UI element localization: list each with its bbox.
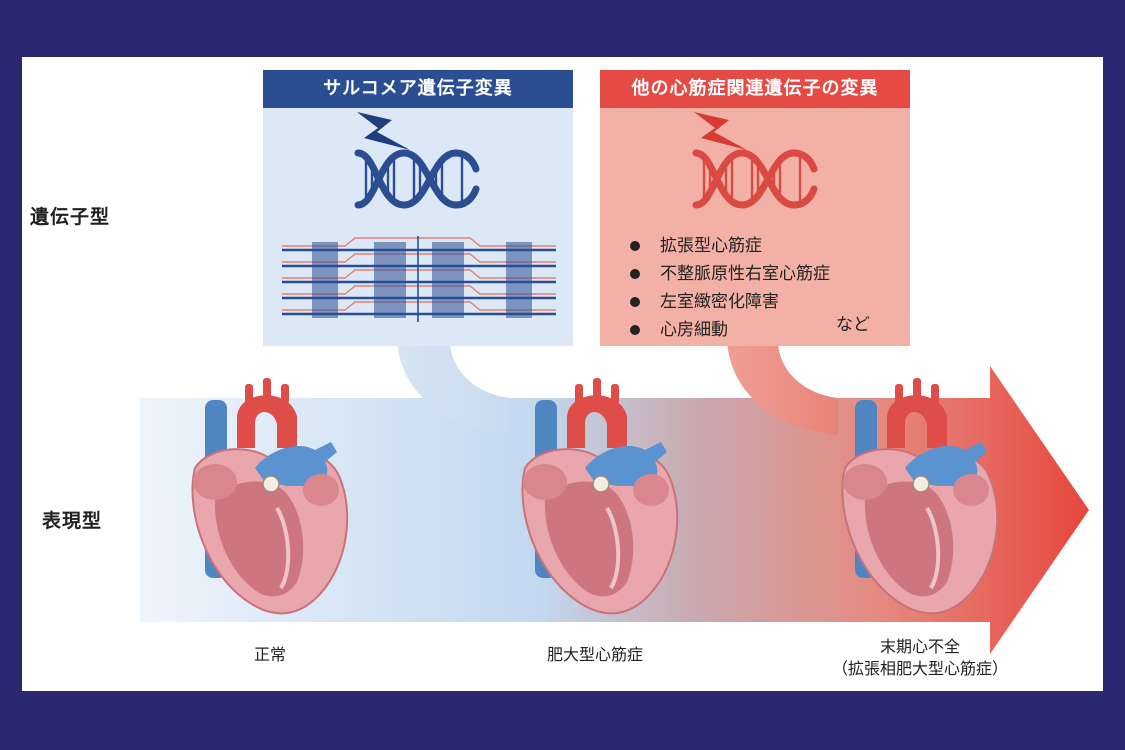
stage-end-label-line2: （拡張相肥大型心筋症）: [831, 659, 1008, 678]
other-gene-curve-arrow: [727, 340, 838, 435]
sarcomere-lightning-icon: [357, 112, 410, 150]
list-item: 心房細動: [628, 316, 888, 344]
stage-end-label-line1: 末期心不全: [879, 637, 960, 656]
other-panel-title: 他の心筋症関連遺伝子の変異: [600, 70, 910, 108]
other-lightning-icon: [694, 112, 747, 150]
genotype-label: 遺伝子型: [30, 206, 111, 228]
other-gene-panel-box: [600, 108, 910, 346]
list-suffix: など: [836, 315, 870, 335]
stage-hcm-label: 肥大型心筋症: [546, 645, 643, 664]
sarcomere-panel-title: サルコメア遺伝子変異: [263, 70, 573, 108]
stage-normal-label: 正常: [253, 645, 286, 664]
list-item: 左室緻密化障害: [628, 288, 888, 316]
cardiomyopathy-list: 拡張型心筋症 不整脈原性右室心筋症 左室緻密化障害 心房細動: [628, 232, 888, 344]
sarcomere-structure-icon: [282, 236, 556, 322]
list-item: 拡張型心筋症: [628, 232, 888, 260]
sarcomere-curve-arrow: [397, 340, 510, 435]
phenotype-label: 表現型: [42, 510, 103, 532]
stage-end-label: 末期心不全 （拡張相肥大型心筋症）: [800, 636, 1040, 680]
list-item: 不整脈原性右室心筋症: [628, 260, 888, 288]
